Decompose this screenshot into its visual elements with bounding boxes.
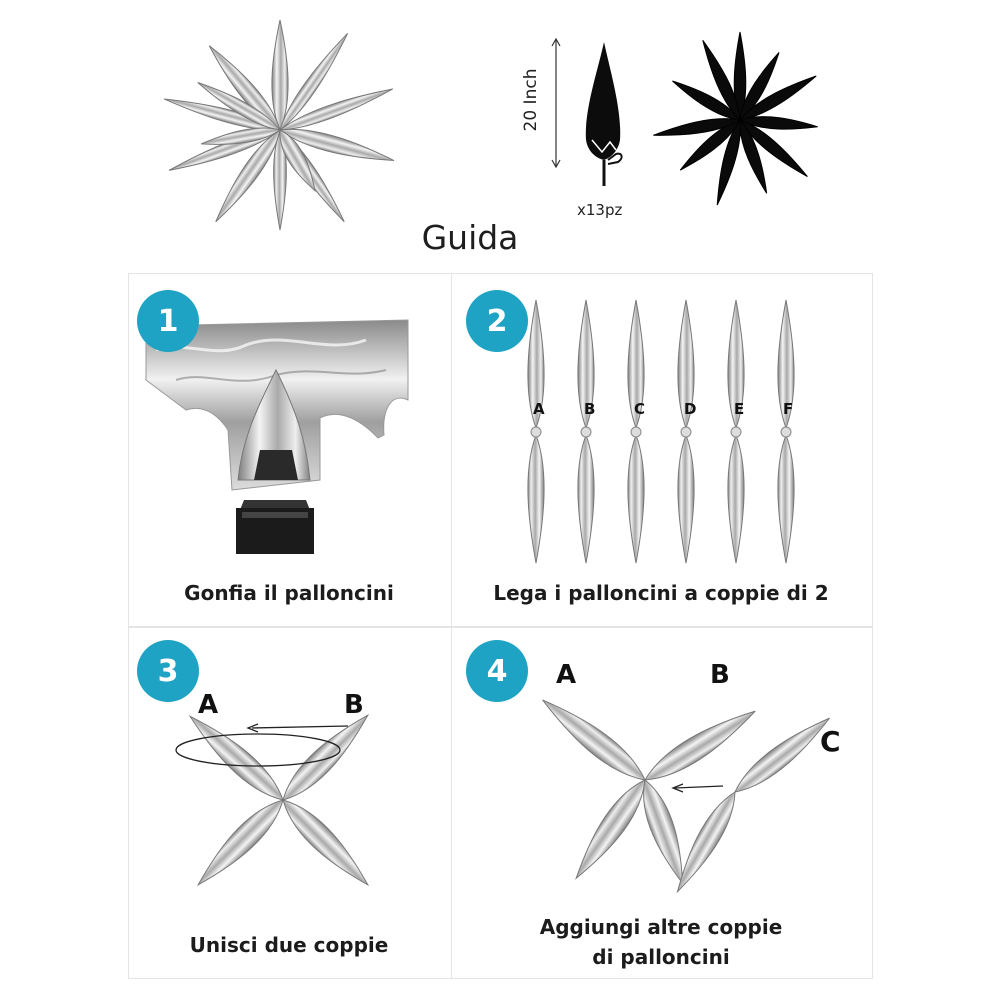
balloon-label-d: D [684, 400, 697, 418]
balloon-label-a: A [533, 400, 545, 418]
step-3-caption: Unisci due coppie [189, 933, 389, 957]
black-star-image [653, 31, 818, 206]
balloon-label-f: F [783, 400, 794, 418]
step-2-caption: Lega i palloncini a coppie di 2 [493, 581, 829, 605]
inflating-balloon-image [145, 319, 409, 554]
label-a: A [556, 660, 577, 690]
step-1-caption: Gonfia il palloncini [184, 581, 394, 605]
dimension-arrow-icon [551, 37, 561, 169]
balloon-pairs-image [527, 299, 795, 564]
step-4-caption-line1: Aggiungi altre coppie [539, 915, 783, 939]
balloon-label-c: C [634, 400, 646, 418]
step-4-badge: 4 [466, 640, 528, 702]
page-title: Guida [421, 218, 519, 257]
dimension-label: 20 Inch [521, 68, 541, 132]
label-b: B [710, 660, 730, 690]
label-b: B [344, 690, 364, 720]
step-3-badge: 3 [137, 640, 199, 702]
label-c: C [820, 725, 841, 758]
balloon-silhouette-icon [585, 42, 623, 186]
step-4-caption: Aggiungi altre coppie di palloncini [451, 912, 871, 972]
balloon-label-b: B [584, 400, 596, 418]
joined-pairs-image [175, 713, 370, 887]
silver-star-image [163, 19, 395, 231]
quantity-label: x13pz [577, 201, 623, 219]
label-a: A [198, 690, 219, 720]
step-2-badge: 2 [466, 290, 528, 352]
step-1-badge: 1 [137, 290, 199, 352]
adding-pairs-image [542, 699, 830, 894]
balloon-label-e: E [734, 400, 745, 418]
step-4-caption-line2: di palloncini [592, 945, 730, 969]
